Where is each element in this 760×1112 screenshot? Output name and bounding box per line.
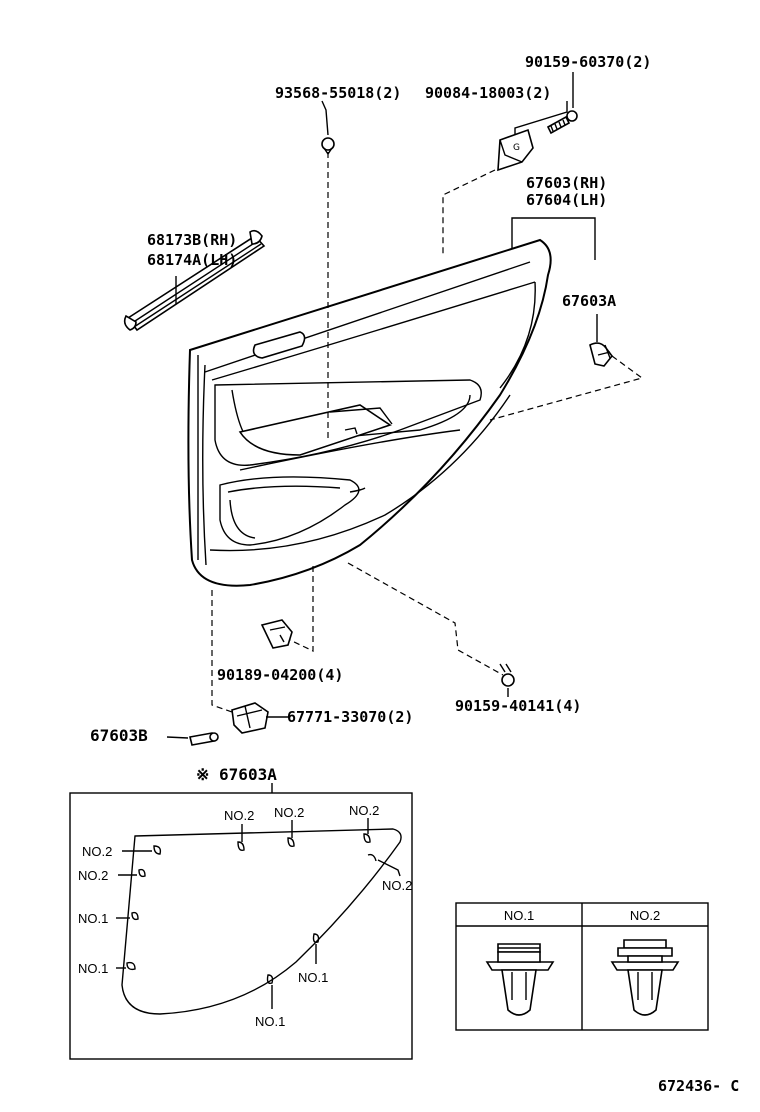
clip-no1-icon [485,943,555,1016]
detail-label-left4: NO.1 [78,961,108,976]
detail-frame [69,792,413,1060]
detail-label-top3: NO.2 [349,803,379,818]
detail-label-left1: NO.2 [82,844,112,859]
label-pin-67603b: 67603B [90,726,148,745]
top-clip-part [321,137,335,156]
pin-67603b-part [189,732,219,746]
label-clip-67771-33070: 67771-33070(2) [287,708,413,726]
label-bolt-90159-60370: 90159-60370(2) [525,53,651,71]
figure-code: 672436- C [658,1077,739,1095]
bracket-part: G [497,128,534,172]
label-trim-lh: 67604(LH) [526,191,607,209]
clip-no2-icon [610,939,680,1016]
detail-label-right: NO.2 [382,878,412,893]
detail-label-left3: NO.1 [78,911,108,926]
label-screw-90159-40141: 90159-40141(4) [455,697,581,715]
detail-clip-marks [126,833,377,985]
label-trim-rh: 67603(RH) [526,174,607,192]
label-clip-93568-55018: 93568-55018(2) [275,84,401,102]
screw-90189-part [260,619,293,649]
legend-col-no2: NO.2 [630,908,660,923]
label-bracket-90084-18003: 90084-18003(2) [425,84,551,102]
label-clip-67603a: 67603A [562,292,616,310]
legend-col-no1: NO.1 [504,908,534,923]
door-trim-panel [187,238,552,587]
door-weatherstrip [123,229,266,332]
detail-label-bottom: NO.1 [255,1014,285,1029]
detail-leaders [116,818,401,1009]
detail-title: ※ 67603A [196,765,277,784]
svg-text:G: G [513,143,520,153]
clip-67771-part [231,702,269,734]
clip-67603a-part [589,342,614,367]
leader-lines [166,72,644,739]
label-screw-90189-04200: 90189-04200(4) [217,666,343,684]
detail-label-lower-right: NO.1 [298,970,328,985]
clip-type-legend [455,902,709,1031]
detail-label-top1: NO.2 [224,808,254,823]
label-weatherstrip-rh: 68173B(RH) [147,231,237,249]
detail-panel-outline [121,828,402,1015]
label-weatherstrip-lh: 68174A(LH) [147,251,237,269]
bolt-part [546,110,578,135]
screw-90159-part [499,663,515,687]
detail-label-top2: NO.2 [274,805,304,820]
detail-label-left2: NO.2 [78,868,108,883]
